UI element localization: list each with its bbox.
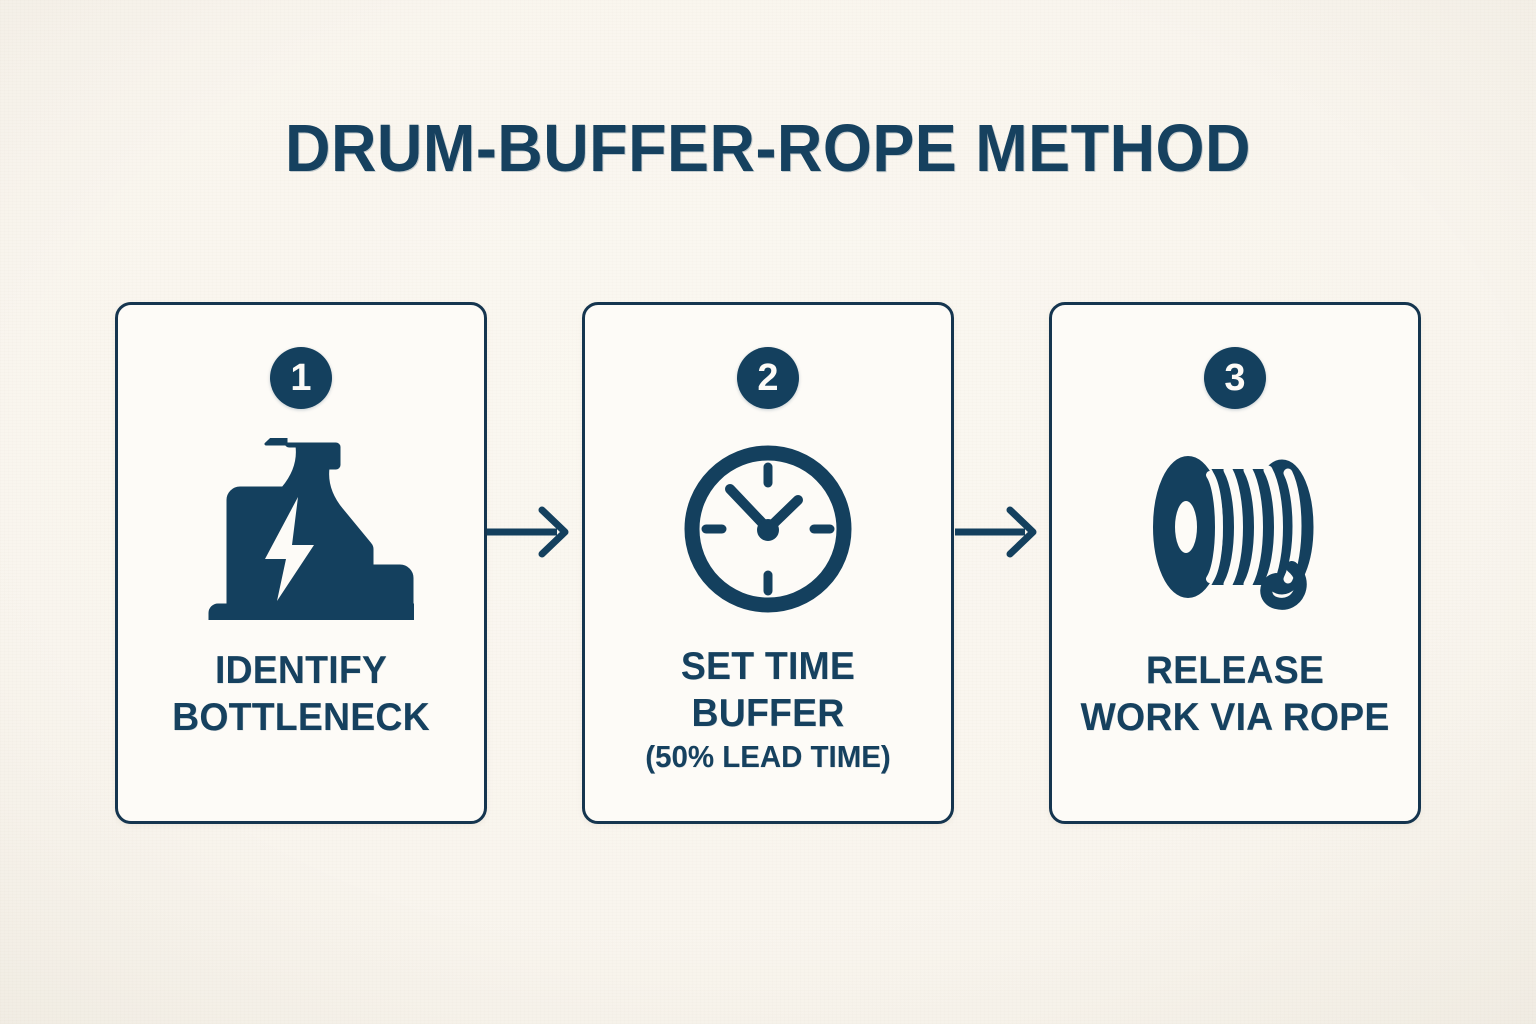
step-label-1-line2: BOTTLENECK — [172, 696, 430, 739]
step-label-3-line1: RELEASE — [1145, 649, 1325, 692]
steps-row: 1 IDENTIFY BOTTLENECK 2 — [115, 302, 1421, 824]
page-title: DRUM-BUFFER-ROPE METHOD — [285, 111, 1251, 186]
step-number-badge-2: 2 — [737, 347, 799, 409]
step-label-1-line1: IDENTIFY — [214, 649, 388, 692]
step-label-2-line2: BUFFER — [691, 692, 845, 735]
step-card-1: 1 IDENTIFY BOTTLENECK — [115, 302, 487, 824]
step-label-2: SET TIME BUFFER — [605, 643, 931, 737]
arrow-step2-to-step3 — [955, 506, 1050, 558]
rope-spool-icon — [1120, 439, 1350, 619]
clock-icon — [653, 439, 883, 619]
step-card-3: 3 — [1049, 302, 1421, 824]
step-label-3: RELEASE WORK VIA ROPE — [1072, 647, 1398, 741]
step-number-badge-3: 3 — [1204, 347, 1266, 409]
step-label-1: IDENTIFY BOTTLENECK — [138, 647, 464, 741]
step-label-3-line2: WORK VIA ROPE — [1080, 696, 1390, 739]
step-sublabel-2: (50% LEAD TIME) — [645, 739, 891, 774]
arrow-step1-to-step2 — [487, 506, 582, 558]
step-card-2: 2 SET TIME BUFFER (5 — [582, 302, 954, 824]
machine-bolt-icon — [186, 438, 416, 620]
step-label-2-line1: SET TIME — [680, 645, 856, 688]
step-number-badge-1: 1 — [270, 347, 332, 409]
